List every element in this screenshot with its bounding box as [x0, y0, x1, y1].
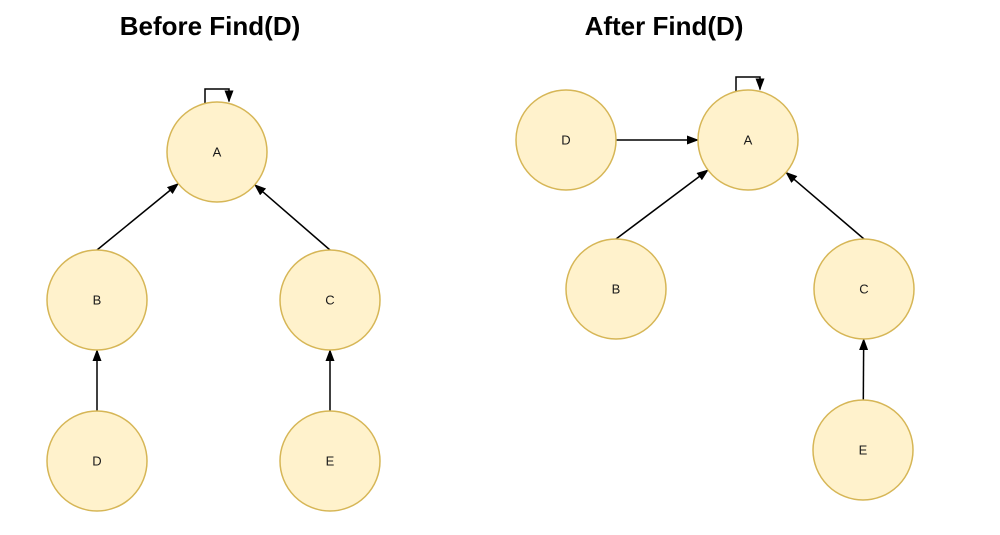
node-before-A: A [166, 101, 268, 203]
node-label-D: D [561, 133, 570, 148]
node-circle-D [46, 410, 148, 512]
diagram-before: A B C D E [46, 88, 381, 512]
node-before-C: C [279, 249, 381, 351]
diagram-after: D A B C E [515, 76, 915, 501]
before-title: Before Find(D) [119, 11, 301, 41]
node-circle-A [166, 101, 268, 203]
node-circle-C [813, 238, 915, 340]
node-after-A: A [697, 89, 799, 191]
node-circle-E [279, 410, 381, 512]
edge-before-C-to-A [254, 184, 331, 251]
node-label-D: D [92, 454, 101, 469]
node-circle-C [279, 249, 381, 351]
node-before-D: D [46, 410, 148, 512]
node-label-A: A [744, 133, 753, 148]
node-after-B: B [565, 238, 667, 340]
node-circle-B [46, 249, 148, 351]
node-circle-A [697, 89, 799, 191]
node-label-B: B [93, 293, 102, 308]
node-after-E: E [812, 399, 914, 501]
node-circle-D [515, 89, 617, 191]
node-label-E: E [859, 443, 868, 458]
node-label-B: B [612, 282, 621, 297]
self-loop-before-A [204, 88, 234, 104]
edge-after-B-to-A [615, 169, 709, 240]
node-circle-B [565, 238, 667, 340]
node-label-C: C [859, 282, 868, 297]
node-label-E: E [326, 454, 335, 469]
edge-after-C-to-A [785, 171, 865, 240]
node-before-E: E [279, 410, 381, 512]
self-loop-after-A [735, 76, 765, 92]
node-label-A: A [213, 145, 222, 160]
node-before-B: B [46, 249, 148, 351]
node-label-C: C [325, 293, 334, 308]
edge-before-B-to-A [96, 182, 180, 251]
node-after-C: C [813, 238, 915, 340]
node-circle-E [812, 399, 914, 501]
after-title: After Find(D) [584, 11, 744, 41]
node-after-D: D [515, 89, 617, 191]
